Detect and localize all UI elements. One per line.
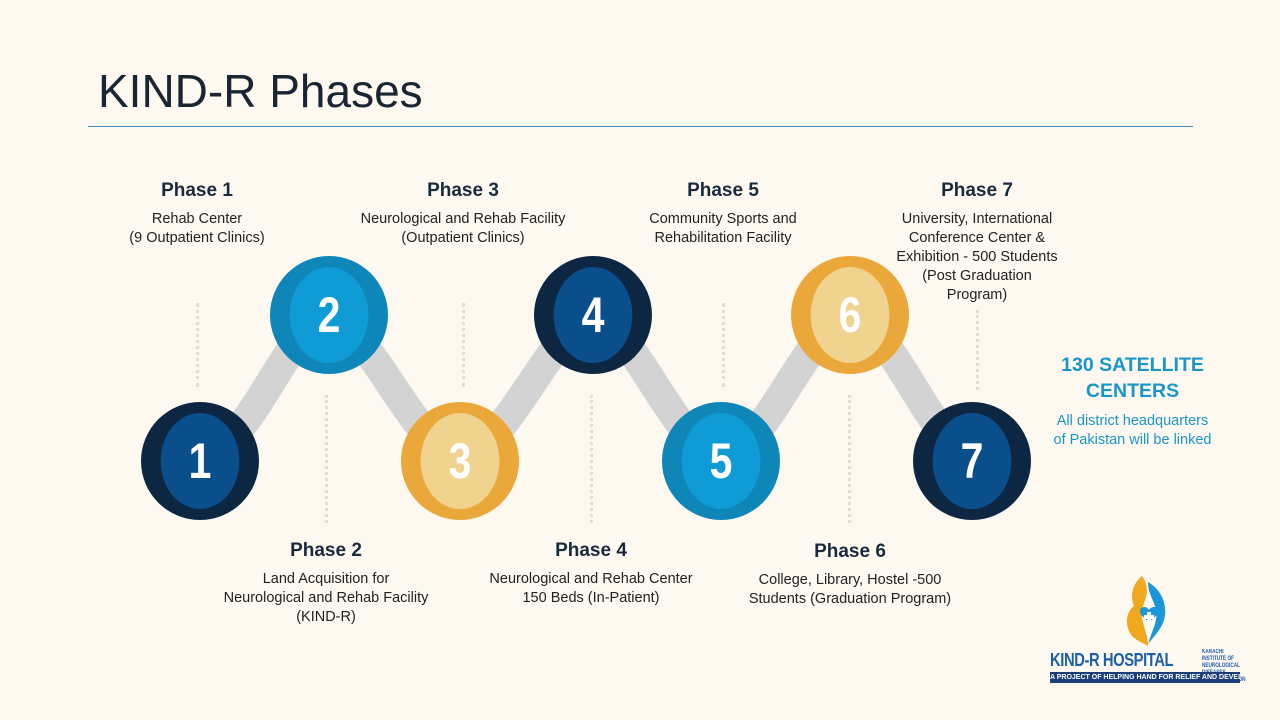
satellite-title: 130 SATELLITE CENTERS — [1061, 354, 1204, 402]
connector-dots-3 — [462, 303, 465, 387]
phase-circle-2: 2 — [270, 256, 388, 374]
phase-label-6: Phase 6 College, Library, Hostel -500 St… — [730, 541, 970, 609]
phase-name: Phase 1 — [161, 180, 233, 201]
phase-circle-5: 5 — [662, 402, 780, 520]
phase-number-5: 5 — [681, 413, 761, 509]
phase-name: Phase 5 — [687, 180, 759, 201]
phase-name: Phase 3 — [427, 180, 499, 201]
phase-circle-6: 6 — [791, 256, 909, 374]
phase-desc: College, Library, Hostel -500 Students (… — [748, 572, 952, 607]
phase-number-3: 3 — [420, 413, 500, 509]
phase-name: Phase 4 — [555, 540, 627, 561]
phase-name: Phase 6 — [814, 541, 886, 562]
connector-dots-6 — [848, 395, 851, 523]
phase-desc: Rehab Center (9 Outpatient Clinics) — [129, 211, 265, 246]
kind-r-logo: KIND-R HOSPITAL KARACHI INSTITUTE OF NEU… — [1050, 572, 1246, 684]
phase-desc: Neurological and Rehab Center 150 Beds (… — [489, 571, 693, 606]
phase-desc: Neurological and Rehab Facility (Outpati… — [360, 211, 566, 246]
page-title: KIND-R Phases — [98, 65, 423, 117]
phase-label-7: Phase 7 University, International Confer… — [857, 180, 1097, 305]
phase-number-4: 4 — [553, 267, 633, 363]
phase-label-4: Phase 4 Neurological and Rehab Center 15… — [471, 540, 711, 608]
logo-name: KIND-R HOSPITAL — [1050, 650, 1174, 670]
phase-number-7: 7 — [932, 413, 1012, 509]
connector-dots-1 — [196, 303, 199, 387]
spine-heart-icon — [1126, 576, 1166, 646]
phase-label-2: Phase 2 Land Acquisition for Neurologica… — [206, 540, 446, 627]
phase-number-2: 2 — [289, 267, 369, 363]
logo-tagline: A PROJECT OF HELPING HAND FOR RELIEF AND… — [1050, 672, 1240, 683]
phase-desc: Community Sports and Rehabilitation Faci… — [649, 211, 797, 246]
phase-name: Phase 7 — [941, 180, 1013, 201]
phase-name: Phase 2 — [290, 540, 362, 561]
title-divider — [88, 126, 1193, 127]
phase-circle-3: 3 — [401, 402, 519, 520]
connector-dots-7 — [976, 310, 979, 390]
phase-circle-4: 4 — [534, 256, 652, 374]
phase-label-1: Phase 1 Rehab Center (9 Outpatient Clini… — [77, 180, 317, 248]
connector-dots-4 — [590, 395, 593, 523]
phase-number-1: 1 — [160, 413, 240, 509]
phase-desc: Land Acquisition for Neurological and Re… — [223, 571, 429, 625]
phase-desc: University, International Conference Cen… — [896, 211, 1058, 303]
phase-label-3: Phase 3 Neurological and Rehab Facility … — [343, 180, 583, 248]
phase-circle-1: 1 — [141, 402, 259, 520]
connector-dots-5 — [722, 303, 725, 387]
phase-circle-7: 7 — [913, 402, 1031, 520]
connector-dots-2 — [325, 395, 328, 523]
satellite-desc: All district headquarters of Pakistan wi… — [1053, 413, 1212, 448]
phase-number-6: 6 — [810, 267, 890, 363]
phase-label-5: Phase 5 Community Sports and Rehabilitat… — [603, 180, 843, 248]
